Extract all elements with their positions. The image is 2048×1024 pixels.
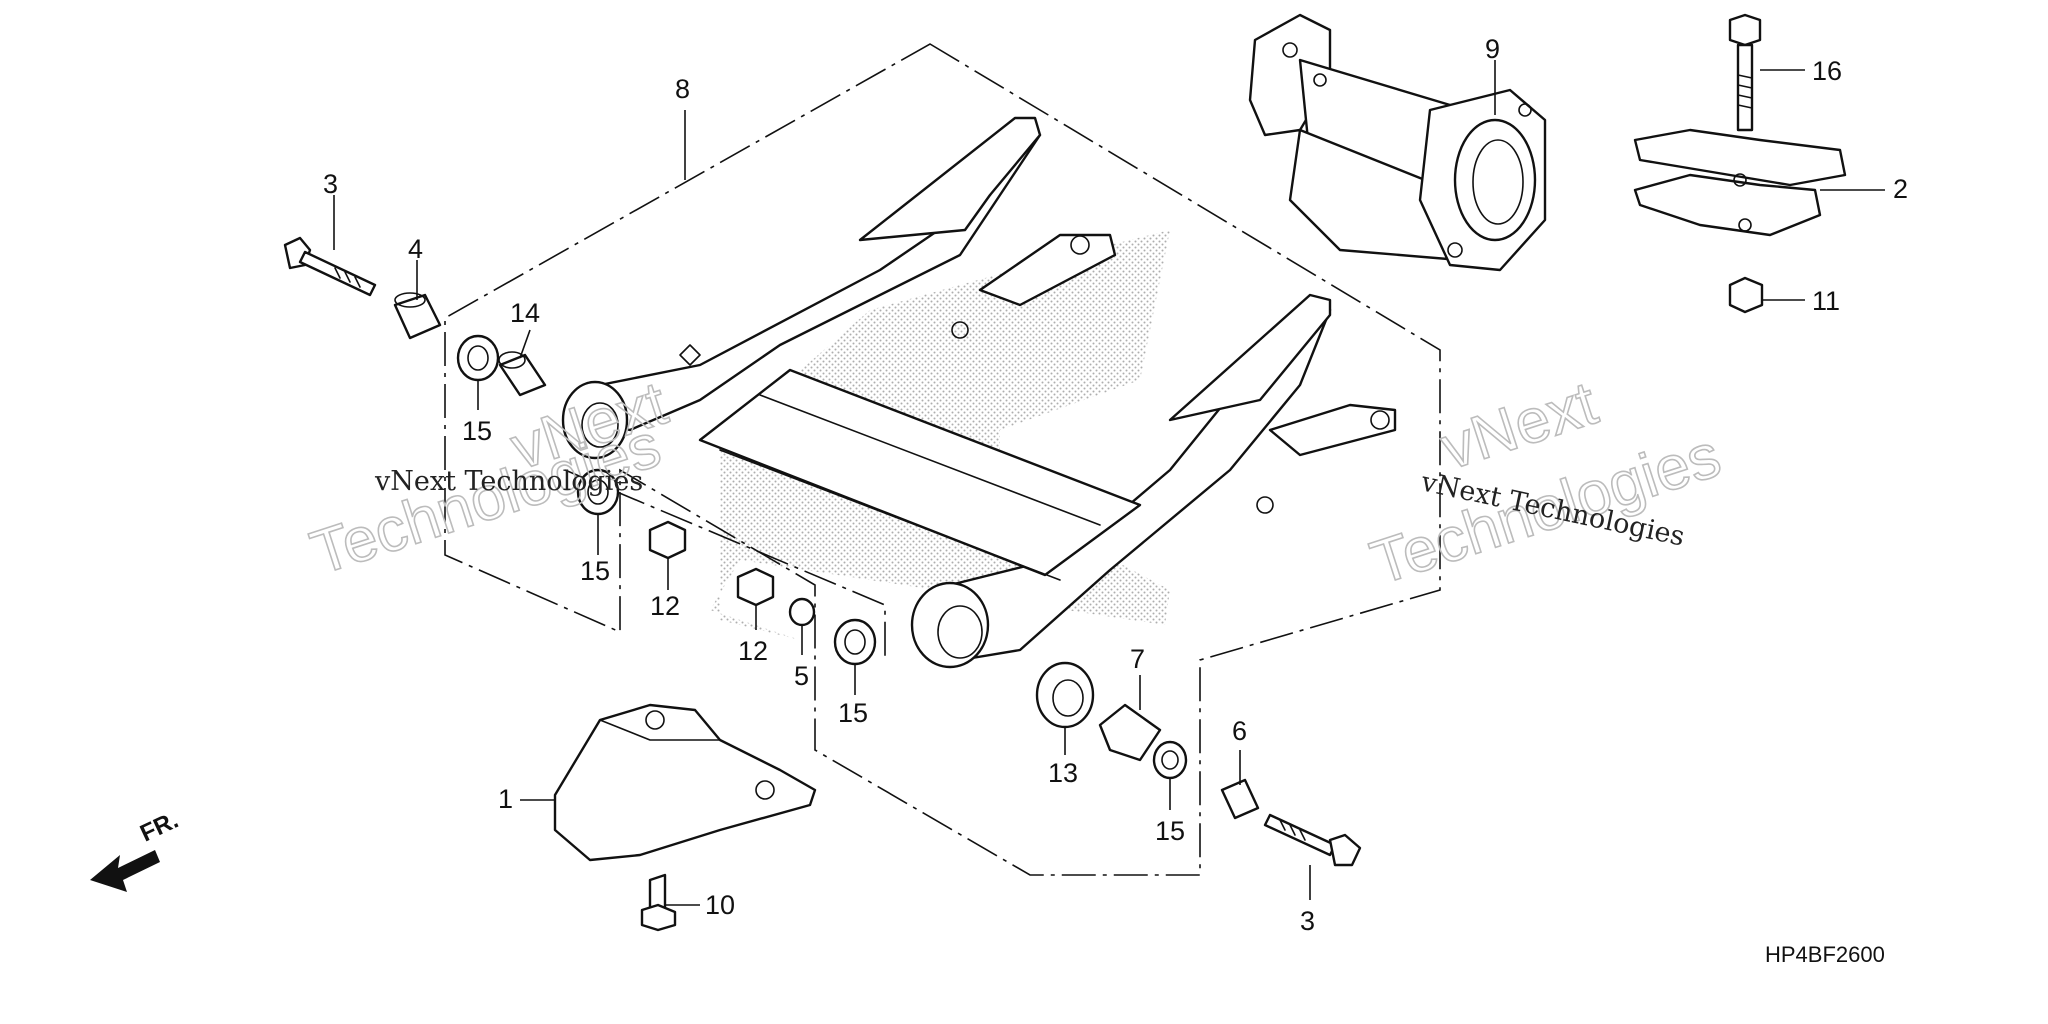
callout-7: 7 xyxy=(1130,644,1145,674)
bearing-14 xyxy=(498,351,547,397)
callout-15-b: 15 xyxy=(580,556,610,586)
nut-11 xyxy=(1728,276,1764,314)
callout-15-d: 15 xyxy=(1155,816,1185,846)
callout-3-bottom: 3 xyxy=(1300,906,1315,936)
front-arrow-icon xyxy=(90,850,160,892)
bolt-3-left xyxy=(283,236,377,297)
callout-12-b: 12 xyxy=(738,636,768,666)
callout-10: 10 xyxy=(705,890,735,920)
assembly-outline-lower xyxy=(564,469,886,660)
axle-hub xyxy=(1248,13,1547,272)
skid-plate xyxy=(553,703,817,862)
watermark-right: Technologies vNext vNext Technologies xyxy=(1362,368,1729,599)
swingarm xyxy=(561,116,1397,669)
callout-8: 8 xyxy=(675,74,690,104)
diagram-code: HP4BF2600 xyxy=(1765,942,1885,967)
bolt-3-right xyxy=(1263,813,1362,867)
svg-text:vNext Technologies: vNext Technologies xyxy=(374,466,643,497)
seal-15-a xyxy=(456,334,500,382)
collar-4 xyxy=(393,292,442,340)
callout-1: 1 xyxy=(498,784,513,814)
nut-12-b xyxy=(736,567,775,607)
callout-12-a: 12 xyxy=(650,591,680,621)
callout-9: 9 xyxy=(1485,34,1500,64)
seal-15-c xyxy=(833,618,877,666)
callout-6: 6 xyxy=(1232,716,1247,746)
collar-7 xyxy=(1098,703,1162,762)
seal-15-d xyxy=(1152,740,1188,780)
callout-13: 13 xyxy=(1048,758,1078,788)
nut-12-a xyxy=(648,520,687,560)
callout-5: 5 xyxy=(794,661,809,691)
callout-3-top: 3 xyxy=(323,169,338,199)
bearing-13 xyxy=(1035,661,1095,729)
front-label: FR. xyxy=(136,807,182,848)
callout-14: 14 xyxy=(510,298,540,328)
leader-lines xyxy=(333,60,1885,906)
washer-5 xyxy=(788,597,816,627)
bolt-16 xyxy=(1728,13,1762,132)
callout-15-c: 15 xyxy=(838,698,868,728)
callout-11: 11 xyxy=(1812,286,1840,316)
callout-2: 2 xyxy=(1893,174,1908,204)
callout-4: 4 xyxy=(408,234,423,264)
bracket xyxy=(1633,128,1847,237)
callout-16: 16 xyxy=(1812,56,1842,86)
bolt-10 xyxy=(640,873,677,932)
assembly-outline xyxy=(444,43,1441,876)
collar-6 xyxy=(1220,778,1260,820)
callouts: 3 4 14 8 9 16 2 11 15 15 15 15 12 12 5 1… xyxy=(323,34,1908,936)
callout-15-a: 15 xyxy=(462,416,492,446)
